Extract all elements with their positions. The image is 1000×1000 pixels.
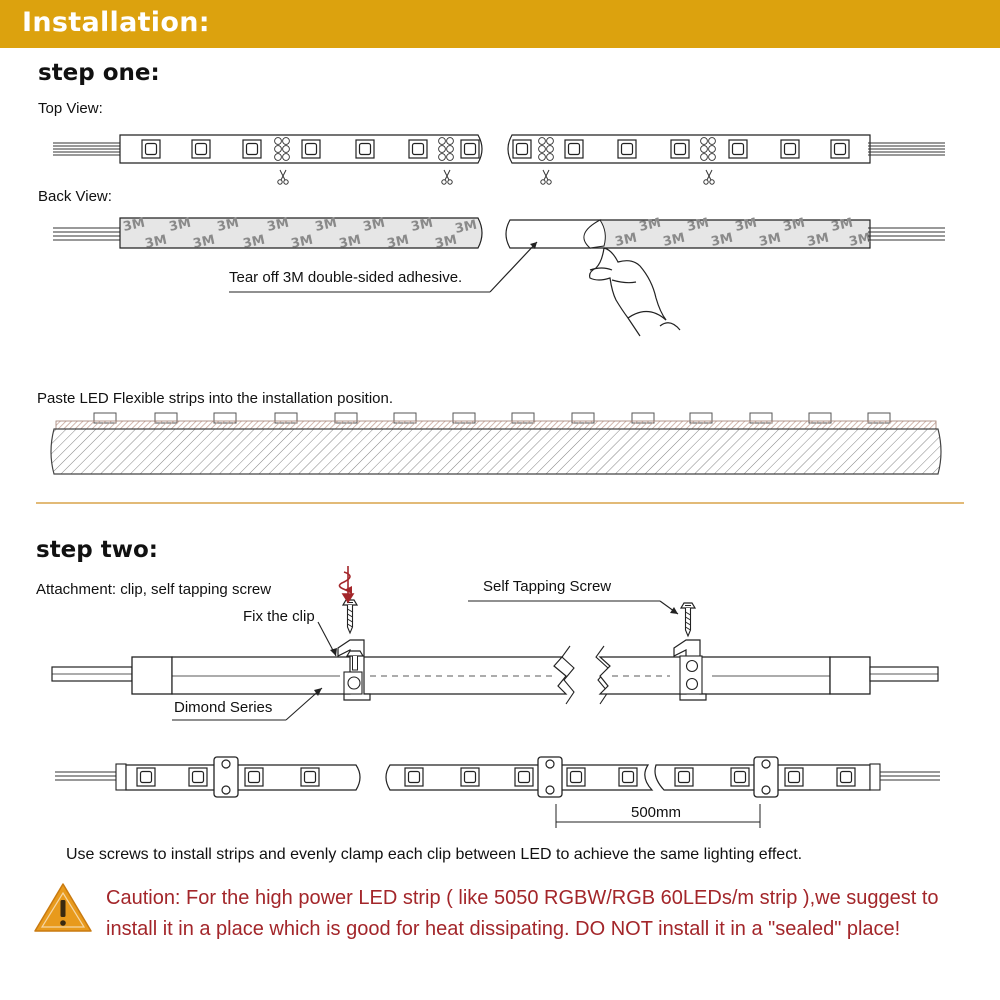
svg-text:3M: 3M bbox=[362, 216, 387, 235]
dimension-line bbox=[555, 804, 761, 828]
svg-text:3M: 3M bbox=[758, 231, 783, 250]
warning-icon bbox=[34, 883, 92, 932]
screw-icon bbox=[342, 599, 358, 634]
fix-clip-label: Fix the clip bbox=[243, 608, 315, 625]
scissors-icon bbox=[277, 169, 453, 185]
tear-off-pointer bbox=[229, 241, 538, 293]
dimond-series-label: Dimond Series bbox=[174, 699, 273, 716]
strip-clip-1 bbox=[213, 756, 239, 798]
surface-led-bumps bbox=[93, 412, 891, 424]
svg-text:3M: 3M bbox=[806, 231, 831, 250]
attachment-label: Attachment: clip, self tapping screw bbox=[36, 581, 272, 598]
svg-text:3M: 3M bbox=[734, 216, 759, 235]
top-view-label: Top View: bbox=[38, 100, 103, 117]
svg-text:3M: 3M bbox=[122, 216, 147, 235]
svg-text:3M: 3M bbox=[266, 216, 291, 235]
svg-text:3M: 3M bbox=[638, 216, 663, 235]
fixed-screw-left bbox=[345, 650, 365, 671]
svg-text:3M: 3M bbox=[782, 216, 807, 235]
svg-text:3M: 3M bbox=[242, 233, 267, 252]
caution-line-2: install it in a place which is good for … bbox=[106, 918, 901, 940]
rotate-arrow-icon bbox=[338, 566, 355, 604]
header-bar bbox=[0, 0, 1000, 48]
svg-text:3M: 3M bbox=[830, 216, 855, 235]
svg-text:3M: 3M bbox=[216, 216, 241, 235]
svg-text:3M: 3M bbox=[662, 231, 687, 250]
clip-assembly-diagram bbox=[51, 566, 939, 721]
mounting-clip-right bbox=[673, 639, 707, 701]
self-tapping-screw-label: Self Tapping Screw bbox=[483, 578, 612, 595]
step-one-title: step one: bbox=[38, 60, 160, 86]
strip-with-clips-diagram bbox=[55, 756, 940, 828]
caution-line-1: Caution: For the high power LED strip ( … bbox=[106, 887, 939, 909]
back-view-label: Back View: bbox=[38, 188, 112, 205]
svg-text:3M: 3M bbox=[386, 233, 411, 252]
svg-text:3M: 3M bbox=[434, 233, 459, 252]
dimond-series-pointer bbox=[172, 687, 323, 721]
hand-peeling-icon bbox=[589, 247, 681, 337]
svg-text:3M: 3M bbox=[338, 233, 363, 252]
install-instruction: Use screws to install strips and evenly … bbox=[66, 846, 803, 863]
step-two-title: step two: bbox=[36, 537, 158, 563]
svg-text:3M: 3M bbox=[686, 216, 711, 235]
top-view-strip bbox=[53, 134, 945, 185]
strip-clip-3 bbox=[753, 756, 779, 798]
svg-text:3M: 3M bbox=[290, 233, 315, 252]
dimension-label: 500mm bbox=[631, 804, 682, 821]
svg-text:3M: 3M bbox=[192, 233, 217, 252]
svg-text:3M: 3M bbox=[454, 218, 479, 237]
svg-text:3M: 3M bbox=[848, 231, 873, 250]
self-tapping-pointer bbox=[468, 600, 679, 615]
tear-off-label: Tear off 3M double-sided adhesive. bbox=[229, 269, 463, 286]
header-title: Installation: bbox=[22, 7, 210, 38]
svg-text:3M: 3M bbox=[144, 233, 169, 252]
svg-text:3M: 3M bbox=[410, 216, 435, 235]
strip-clip-2 bbox=[537, 756, 563, 798]
svg-text:3M: 3M bbox=[710, 231, 735, 250]
mounting-surface bbox=[50, 412, 942, 475]
paste-label: Paste LED Flexible strips into the insta… bbox=[37, 390, 394, 407]
svg-text:3M: 3M bbox=[614, 231, 639, 250]
svg-text:3M: 3M bbox=[168, 216, 193, 235]
svg-text:3M: 3M bbox=[314, 216, 339, 235]
